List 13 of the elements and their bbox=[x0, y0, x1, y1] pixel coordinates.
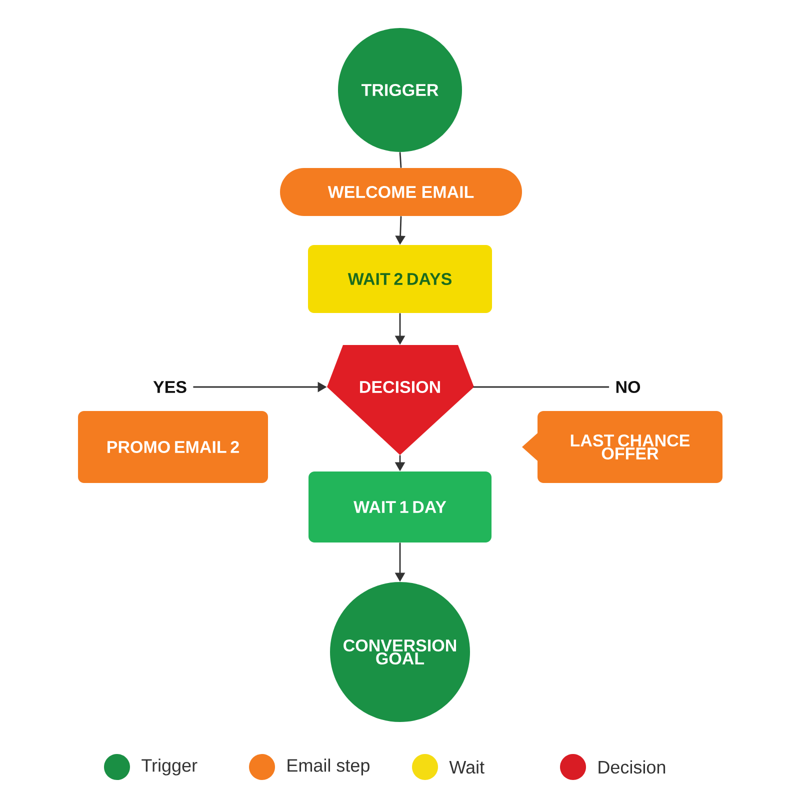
step-box: PROMO EMAIL 2 bbox=[78, 411, 268, 483]
legend-label: Decision bbox=[598, 760, 666, 774]
callout-box: LAST CHANCE OFFER bbox=[522, 411, 722, 483]
step-box: WAIT 1 DAY bbox=[308, 472, 492, 542]
branch-label: NO bbox=[616, 380, 640, 394]
circle-node: TRIGGER bbox=[338, 28, 462, 152]
legend-label: Trigger bbox=[142, 758, 198, 776]
email-step-pill: WELCOME EMAIL bbox=[280, 168, 522, 216]
legend-label: Wait bbox=[449, 760, 484, 774]
legend-label: Email step bbox=[288, 758, 370, 776]
circle-node: CONVERSION GOAL bbox=[330, 582, 470, 722]
branch-label: YES bbox=[153, 380, 186, 394]
step-box: WAIT 2 DAYS bbox=[308, 245, 492, 313]
